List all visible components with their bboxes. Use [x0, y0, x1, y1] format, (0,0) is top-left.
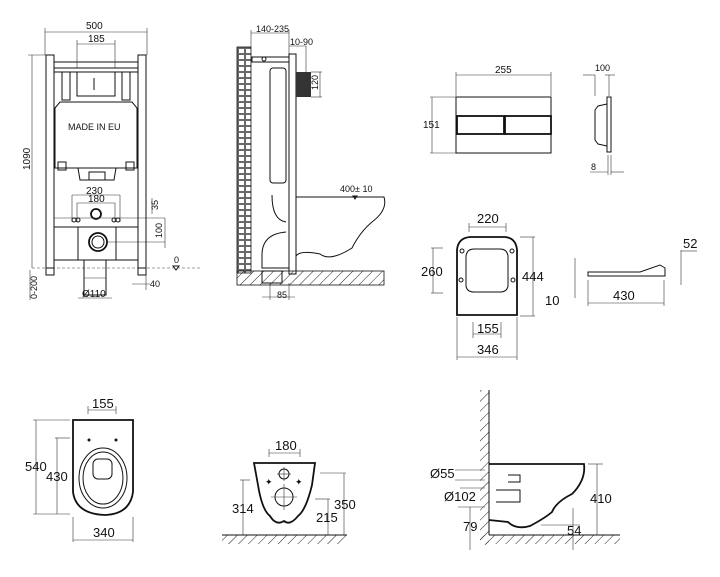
dim-stud-height: 314 — [232, 501, 254, 516]
dim-offset-35: 35 — [150, 200, 160, 210]
dim-button-width: 185 — [88, 34, 105, 45]
made-in-eu-label: MADE IN EU — [68, 122, 121, 132]
dim-foot-adjust: 0-200 — [29, 276, 39, 299]
seat-top-view: 220 260 444 155 346 — [421, 211, 544, 360]
dim-frame-height: 1090 — [22, 147, 33, 170]
fixing-left-icon: ✦ — [265, 477, 273, 487]
dim-panel-gap: 10-90 — [290, 37, 313, 47]
dim-seat-thickness: 10 — [545, 293, 559, 308]
dim-plate-thickness: 8 — [591, 162, 596, 172]
seat-side-view: 10 430 52 — [545, 236, 697, 308]
dim-plate-height: 151 — [423, 120, 440, 131]
dim-seat-height: 52 — [683, 236, 697, 251]
flush-plate-views: 255 151 100 8 — [423, 63, 624, 175]
bowl-side-view: Ø55 Ø102 79 54 410 — [430, 390, 620, 550]
frame-front-view: 500 185 1090 MADE IN EU 230 180 — [22, 21, 200, 300]
fixing-right-icon: ✦ — [295, 477, 303, 487]
dim-outlet-diameter: Ø102 — [444, 489, 476, 504]
dim-seat-rear-span: 155 — [477, 321, 499, 336]
dim-hinge-span: 220 — [477, 211, 499, 226]
bowl-rear-view: 180 ✦ ✦ 314 215 350 — [222, 438, 356, 544]
dim-seat-inner: 260 — [421, 264, 443, 279]
dim-seat-length: 444 — [522, 269, 544, 284]
dim-panel-height: 120 — [310, 75, 320, 90]
frame-side-view: 140-235 10-90 120 400± 10 85 — [236, 24, 386, 300]
dim-bowl-side-height: 410 — [590, 491, 612, 506]
dim-frame-depth: 140-235 — [256, 24, 289, 34]
dim-total-height: 350 — [334, 497, 356, 512]
dim-outlet-height: 215 — [316, 510, 338, 525]
dim-rear-fixing-span: 180 — [275, 438, 297, 453]
dim-bowl-length: 540 — [25, 459, 47, 474]
dim-bowl-height: 400± 10 — [340, 184, 372, 194]
dim-stud-inner: 180 — [88, 194, 105, 205]
dim-plate-depth: 100 — [595, 63, 610, 73]
dim-seat-width: 346 — [477, 342, 499, 357]
dim-stud-outer: 230 — [86, 186, 103, 197]
dim-pipe-diameter: Ø110 — [82, 289, 106, 300]
dim-pipe-offset: 85 — [277, 290, 287, 300]
dim-frame-width: 500 — [86, 21, 103, 32]
dim-bottom-clearance: 54 — [567, 523, 581, 538]
dim-seat-side-length: 430 — [613, 288, 635, 303]
bowl-top-view: 155 540 430 340 — [25, 396, 134, 542]
dim-offset-100: 100 — [154, 223, 164, 238]
dim-bowl-inner: 430 — [46, 469, 68, 484]
dim-bowl-width: 340 — [93, 525, 115, 540]
dim-inlet-diameter: Ø55 — [430, 466, 455, 481]
dim-bowl-fixing-span: 155 — [92, 396, 114, 411]
floor-level-label: 0 — [174, 255, 179, 265]
dim-plate-width: 255 — [495, 65, 512, 76]
dim-foot-offset: 40 — [150, 279, 160, 289]
